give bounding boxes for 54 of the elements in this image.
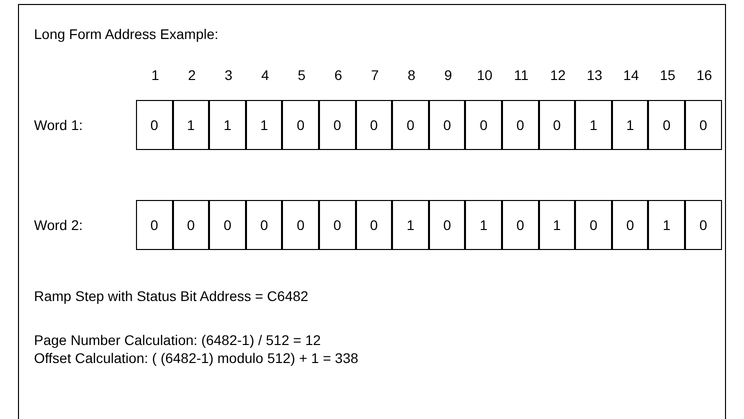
bit-cell: 1	[575, 100, 612, 150]
bit-cell: 0	[246, 200, 282, 250]
bit-cell: 0	[648, 100, 685, 150]
column-number: 16	[696, 67, 714, 83]
bit-cell: 1	[392, 200, 429, 250]
bit-cell: 0	[136, 100, 173, 150]
column-number: 3	[224, 67, 234, 83]
bit-cell: 0	[612, 200, 648, 250]
bit-cell: 0	[319, 200, 356, 250]
bit-cell: 0	[172, 200, 210, 250]
title: Long Form Address Example:	[34, 26, 218, 42]
bit-cell: 0	[685, 100, 722, 150]
bit-cell: 0	[356, 100, 392, 150]
bit-cell: 0	[428, 200, 466, 250]
note-text: Page Number Calculation: (6482-1) / 512 = 12	[34, 332, 321, 348]
bit-cell: 0	[502, 100, 539, 150]
column-number: 11	[513, 67, 530, 83]
bit-cell: 0	[428, 100, 466, 150]
note-text: Offset Calculation: ( (6482-1) modulo 512) + 1 = 338	[34, 350, 358, 366]
bit-cell: 1	[612, 100, 648, 150]
bit-cell: 0	[136, 200, 173, 250]
bit-cell: 1	[172, 100, 210, 150]
column-number: 5	[296, 67, 307, 83]
column-number: 4	[260, 67, 270, 83]
bit-cell: 1	[538, 200, 576, 250]
row-label: Word 2:	[34, 217, 83, 233]
bit-cell: 0	[319, 100, 356, 150]
column-number: 2	[186, 67, 197, 83]
column-number: 10	[476, 67, 494, 83]
bit-cell: 0	[282, 100, 319, 150]
bit-cell: 0	[465, 100, 502, 150]
bit-cell: 0	[356, 200, 392, 250]
column-number: 9	[443, 67, 453, 83]
column-number: 7	[370, 67, 380, 83]
bit-cell: 0	[538, 100, 576, 150]
column-number: 12	[549, 67, 567, 83]
bit-cell: 1	[209, 100, 246, 150]
column-number: 8	[406, 67, 416, 83]
column-number: 14	[622, 67, 640, 83]
bit-cell: 0	[575, 200, 612, 250]
bit-cell: 0	[685, 200, 722, 250]
bit-cell: 0	[392, 100, 429, 150]
bit-cell: 0	[209, 200, 246, 250]
column-number: 15	[658, 67, 676, 83]
bit-cell: 0	[502, 200, 539, 250]
bit-cell: 1	[246, 100, 282, 150]
column-number: 6	[333, 67, 344, 83]
column-number: 13	[586, 67, 604, 83]
column-number: 1	[150, 67, 160, 83]
note-text: Ramp Step with Status Bit Address = C6482	[34, 288, 308, 304]
row-label: Word 1:	[34, 117, 83, 133]
bit-cell: 1	[648, 200, 685, 250]
bit-cell: 0	[282, 200, 319, 250]
bit-cell: 1	[465, 200, 502, 250]
